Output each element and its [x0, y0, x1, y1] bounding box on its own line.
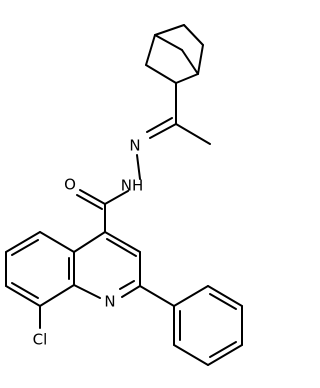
bond — [39, 284, 75, 307]
bond — [11, 282, 39, 299]
carbonyl-oxygen-label: O — [64, 176, 76, 194]
bond — [146, 117, 173, 133]
bond — [209, 341, 237, 358]
bond — [173, 285, 209, 307]
bond — [197, 44, 204, 75]
bond — [119, 280, 135, 290]
molecule-canvas: N NH O N Cl — [5, 24, 243, 366]
carbonyl-group — [76, 189, 106, 233]
bond — [104, 190, 129, 205]
bond — [136, 154, 141, 180]
bond — [207, 285, 243, 307]
bond — [11, 239, 39, 256]
bond — [149, 123, 177, 139]
norbornane-group — [145, 24, 204, 84]
bond — [5, 285, 41, 307]
bond — [175, 123, 211, 145]
bond — [104, 231, 141, 253]
quinoline-group — [5, 231, 141, 329]
bond — [145, 64, 177, 84]
bond — [73, 231, 106, 253]
bond — [154, 34, 183, 51]
molecule-structure: N NH O N Cl — [5, 24, 243, 366]
bond — [209, 293, 237, 310]
phenyl-group — [139, 285, 243, 366]
bond — [73, 284, 101, 299]
bond — [175, 73, 199, 84]
bond — [79, 189, 106, 205]
chlorine-label: Cl — [33, 331, 48, 349]
bond — [121, 285, 141, 298]
bond — [5, 231, 41, 253]
bond — [183, 24, 204, 46]
bond — [106, 238, 137, 257]
bond — [76, 194, 103, 210]
ring-nitrogen-label: N — [104, 293, 115, 311]
hydrazone-group — [104, 82, 211, 205]
hydrazone-n-label: N — [129, 137, 140, 155]
bond — [39, 231, 75, 253]
bond — [154, 24, 185, 36]
bond — [145, 34, 156, 66]
bond — [181, 49, 199, 75]
hydrazide-nh-label: NH — [121, 177, 144, 195]
bond — [207, 344, 243, 366]
bond — [173, 344, 209, 366]
bond — [139, 285, 175, 307]
